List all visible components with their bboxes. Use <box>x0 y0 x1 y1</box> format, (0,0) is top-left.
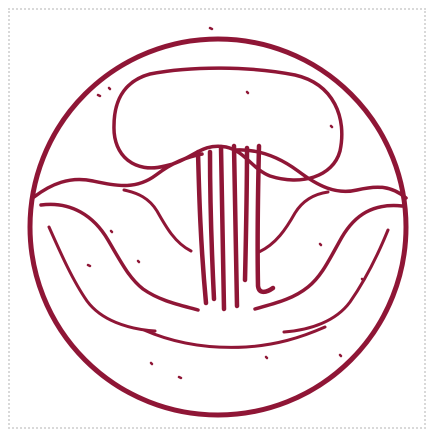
left-upper-fold <box>34 154 202 197</box>
left-lower-lobe <box>49 227 155 331</box>
left-vocal-fold <box>41 204 198 310</box>
epiglottis-outline <box>114 68 342 180</box>
center-left-rod <box>221 147 224 309</box>
right-vocal-fold <box>255 206 402 309</box>
right-arytenoid-inner <box>245 148 247 280</box>
left-vestibular-fold <box>124 190 191 251</box>
center-right-rod <box>234 146 237 306</box>
right-vestibular-fold <box>259 192 328 252</box>
left-arytenoid <box>198 152 206 303</box>
left-arytenoid-inner <box>210 152 214 299</box>
right-arytenoid <box>258 146 273 292</box>
ink-lines <box>30 28 406 415</box>
